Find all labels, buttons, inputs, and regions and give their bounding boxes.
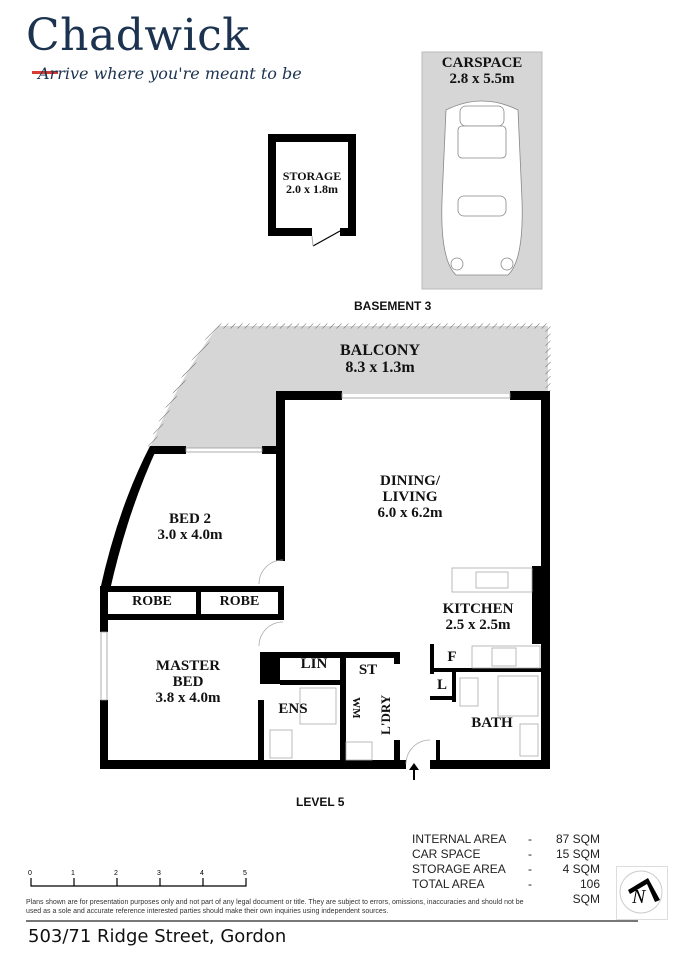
room-name: DINING/: [379, 473, 440, 489]
brand-logo: Chadwick: [26, 10, 250, 61]
area-row: TOTAL AREA - 106 SQM: [412, 877, 600, 907]
scale-tick: 4: [200, 870, 204, 877]
area-dash: -: [528, 847, 532, 861]
scale-tick: 1: [71, 870, 75, 877]
scale-bar: [30, 878, 247, 887]
scale-tick: 2: [114, 870, 118, 877]
ens-label: ENS: [278, 701, 308, 717]
linen-cupboard-label: L: [436, 677, 447, 693]
area-dash: -: [528, 877, 532, 891]
room-name: LIVING: [382, 488, 438, 505]
storage-room-label: STORAGE 2.0 x 1.8m: [276, 170, 348, 195]
st-label: ST: [358, 662, 378, 678]
room-size: 3.0 x 4.0m: [157, 526, 223, 543]
scale-tick: 0: [28, 870, 32, 877]
fridge-label: F: [447, 649, 457, 665]
balcony-label: BALCONY 8.3 x 1.3m: [320, 342, 440, 377]
lin-label: LIN: [300, 656, 328, 672]
area-row: CAR SPACE - 15 SQM: [412, 847, 600, 862]
brand-accent-bar: [32, 71, 58, 74]
bed2-label: BED 2 3.0 x 4.0m: [135, 511, 245, 544]
basement-level-label: BASEMENT 3: [354, 299, 432, 313]
room-name: CARSPACE: [441, 55, 523, 71]
room-name: BALCONY: [339, 342, 420, 359]
room-name: BED 2: [168, 511, 212, 527]
balcony-plan: [147, 323, 551, 449]
room-name: KITCHEN: [442, 601, 514, 617]
room-size: 2.5 x 2.5m: [445, 616, 511, 633]
disclaimer-text: Plans shown are for presentation purpose…: [26, 899, 524, 915]
kitchen-label: KITCHEN 2.5 x 2.5m: [418, 601, 538, 634]
room-name: MASTER: [155, 658, 221, 674]
scale-tick: 5: [243, 870, 247, 877]
area-label: STORAGE AREA: [412, 862, 506, 876]
area-row: INTERNAL AREA - 87 SQM: [412, 832, 600, 847]
laundry-label: L'DRY: [378, 694, 394, 735]
robe2-label: ROBE: [219, 594, 260, 609]
carspace-plan: [421, 51, 543, 290]
room-size: 8.3 x 1.3m: [345, 358, 415, 376]
master-bed-label: MASTER BED 3.8 x 4.0m: [128, 658, 248, 706]
area-row: STORAGE AREA - 4 SQM: [412, 862, 600, 877]
area-schedule: INTERNAL AREA - 87 SQM CAR SPACE - 15 SQM ST…: [412, 832, 600, 907]
area-label: CAR SPACE: [412, 847, 481, 861]
room-name: BED: [172, 673, 204, 690]
area-label: TOTAL AREA: [412, 877, 485, 891]
room-size: 2.0 x 1.8m: [286, 181, 338, 196]
storage-plan: [268, 134, 356, 247]
area-value: 4 SQM: [562, 862, 600, 876]
area-value: 15 SQM: [555, 847, 600, 861]
area-label: INTERNAL AREA: [412, 832, 507, 846]
area-value: 87 SQM: [555, 832, 600, 846]
area-value: 106 SQM: [572, 877, 600, 906]
walls: [100, 391, 550, 769]
room-size: 3.8 x 4.0m: [155, 689, 221, 706]
footer-divider: [26, 920, 638, 922]
north-label: N: [632, 886, 646, 908]
north-circle: [619, 870, 663, 914]
room-size: 6.0 x 6.2m: [377, 504, 443, 521]
room-name: STORAGE: [282, 169, 342, 183]
carspace-label: CARSPACE 2.8 x 5.5m: [422, 55, 542, 88]
dining-living-label: DINING/ LIVING 6.0 x 6.2m: [350, 473, 470, 521]
level-label: LEVEL 5: [296, 795, 345, 809]
north-arrow-icon: [628, 878, 660, 902]
robe1-label: ROBE: [132, 594, 172, 609]
area-dash: -: [528, 862, 532, 876]
north-compass: [616, 866, 668, 920]
entry-arrow-icon: [409, 763, 419, 780]
wm-label: WM: [349, 697, 362, 719]
brand-tagline: Arrive where you're meant to be: [38, 64, 302, 83]
room-size: 2.8 x 5.5m: [449, 70, 515, 87]
bath-label: BATH: [471, 715, 513, 731]
scale-tick: 3: [157, 870, 161, 877]
area-dash: -: [528, 832, 532, 846]
property-address: 503/71 Ridge Street, Gordon: [28, 926, 287, 947]
